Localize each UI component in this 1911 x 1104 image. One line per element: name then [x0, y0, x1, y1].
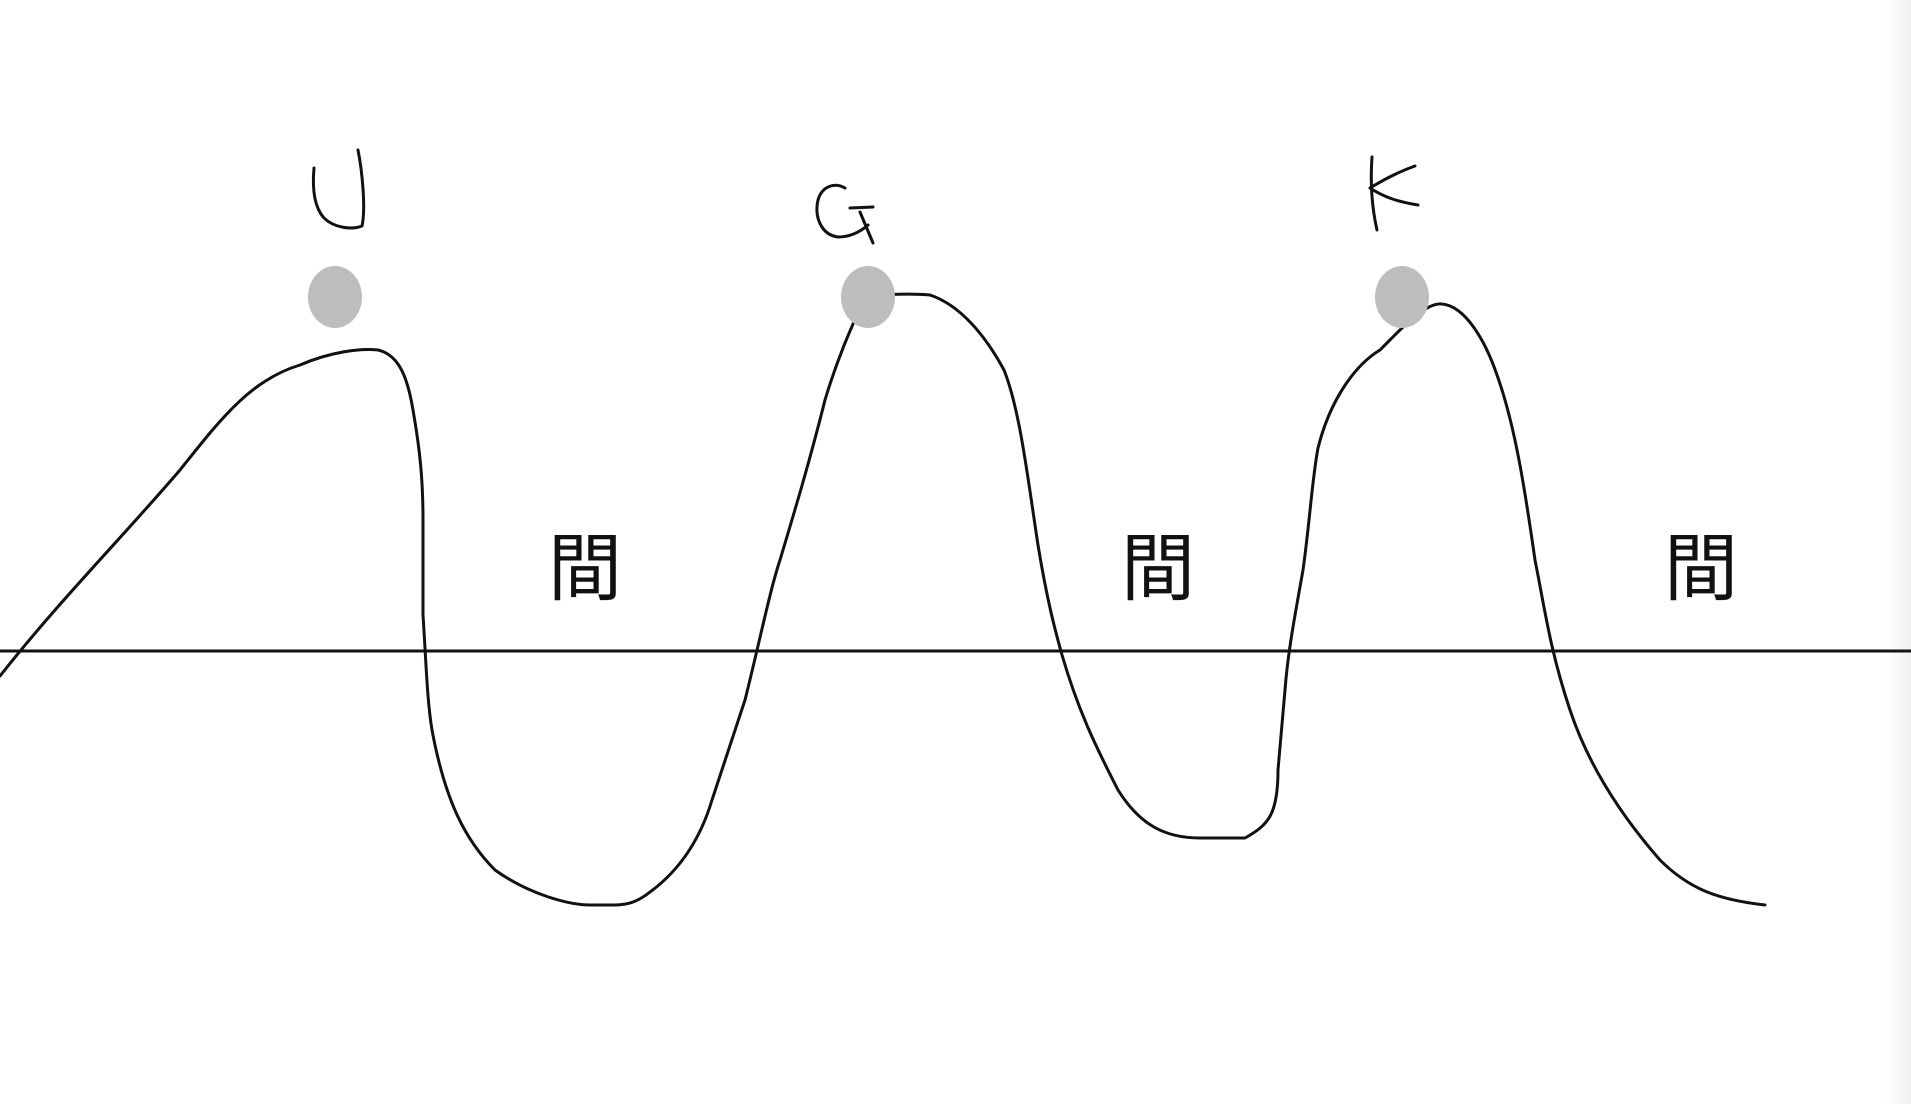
peak-label-g [815, 183, 875, 245]
peak-marker-dot [1375, 266, 1429, 328]
wave-curve [0, 288, 1767, 907]
peak-label-u [311, 148, 366, 230]
gap-label: 間 [1664, 526, 1738, 612]
page-edge-shade [1885, 0, 1911, 1104]
peak-label-k [1368, 155, 1420, 232]
gap-label: 間 [548, 526, 622, 612]
gap-label: 間 [1121, 526, 1195, 612]
peak-marker-dot [841, 266, 895, 328]
peak-marker-dot [308, 266, 362, 328]
